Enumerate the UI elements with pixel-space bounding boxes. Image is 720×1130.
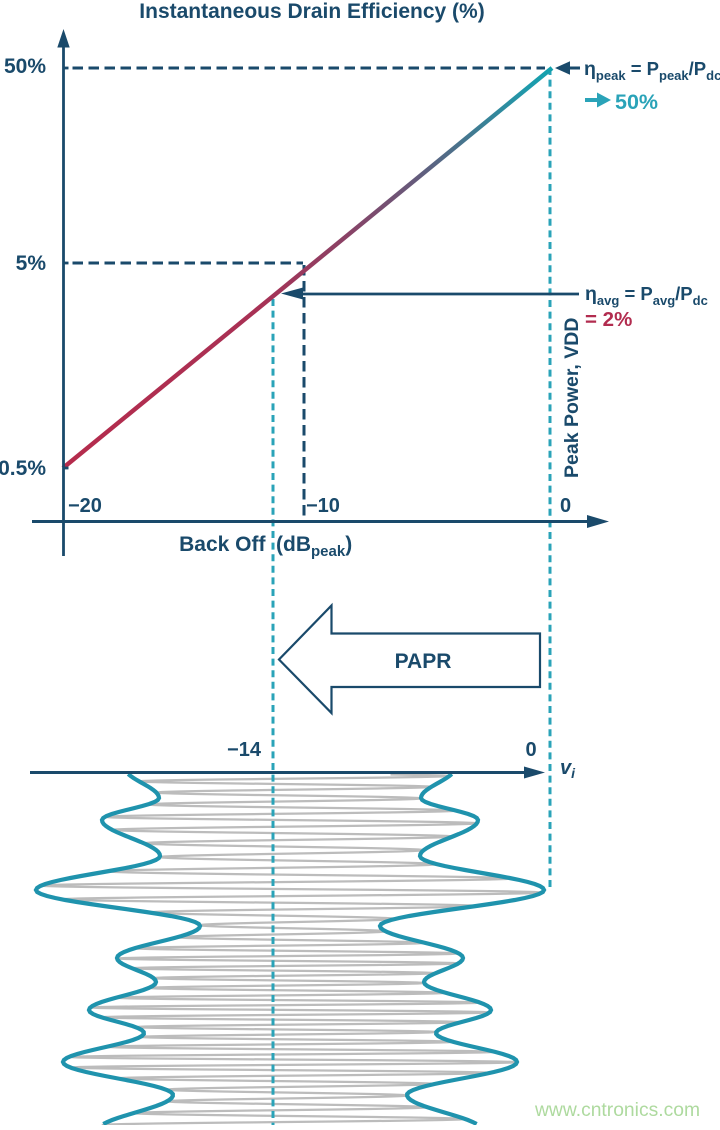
svg-text:−20: −20 [68,495,102,517]
svg-text:5%: 5% [16,252,47,275]
svg-text:www.cntronics.com: www.cntronics.com [534,1100,700,1121]
svg-text:PAPR: PAPR [395,650,452,673]
svg-text:50%: 50% [4,55,46,78]
svg-text:0: 0 [525,739,536,761]
svg-text:Instantaneous Drain Efficiency: Instantaneous Drain Efficiency (%) [139,0,484,23]
svg-text:Back Off: Back Off [179,533,266,556]
svg-text:0: 0 [560,495,571,517]
svg-text:50%: 50% [615,90,658,114]
svg-text:= 2%: = 2% [585,308,632,331]
svg-text:ηavg = Pavg/Pdc: ηavg = Pavg/Pdc [585,283,708,308]
svg-text:Peak Power, VDD: Peak Power, VDD [561,318,583,478]
svg-text:0.5%: 0.5% [0,457,46,480]
svg-text:−10: −10 [306,495,340,517]
svg-text:−14: −14 [227,739,262,761]
